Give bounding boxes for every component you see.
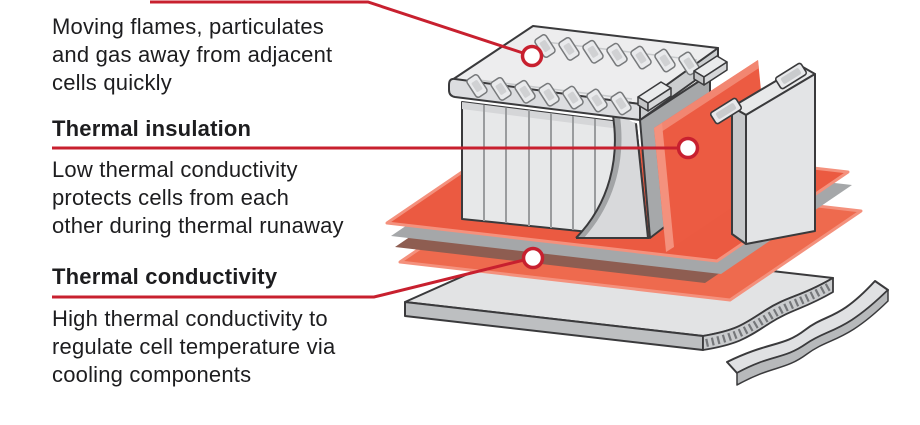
- cooling-channel-strip: [726, 280, 889, 386]
- leader-lines: [52, 0, 700, 299]
- annotation-title: Thermal insulation: [52, 116, 252, 141]
- lid-terminals: [466, 34, 700, 116]
- separator-curl: [575, 109, 650, 239]
- cell-terminal: [774, 62, 808, 90]
- leader-line-conductivity: [52, 258, 525, 299]
- lid-bracket: [637, 81, 672, 112]
- battery-cell: [709, 62, 816, 245]
- annotation-body: Low thermal conductivity protects cells …: [52, 157, 344, 238]
- marker-dot-conductivity: [521, 246, 545, 270]
- cell-terminal: [709, 97, 743, 125]
- marker-dot-insulation: [676, 136, 700, 160]
- marker-dot-venting: [520, 44, 544, 68]
- lid-bracket: [693, 55, 728, 86]
- annotation-body: Moving flames, particulates and gas away…: [52, 14, 333, 95]
- annotation-title: Thermal conductivity: [52, 264, 278, 289]
- annotation-thermal-conductivity: Thermal conductivity High thermal conduc…: [52, 265, 452, 389]
- leader-line-venting: [150, 0, 524, 55]
- serpentine-edge: [702, 277, 834, 351]
- annotation-thermal-insulation: Thermal insulation Low thermal conductiv…: [52, 117, 452, 240]
- annotation-body: High thermal conductivity to regulate ce…: [52, 306, 336, 387]
- annotation-venting: Moving flames, particulates and gas away…: [52, 13, 452, 97]
